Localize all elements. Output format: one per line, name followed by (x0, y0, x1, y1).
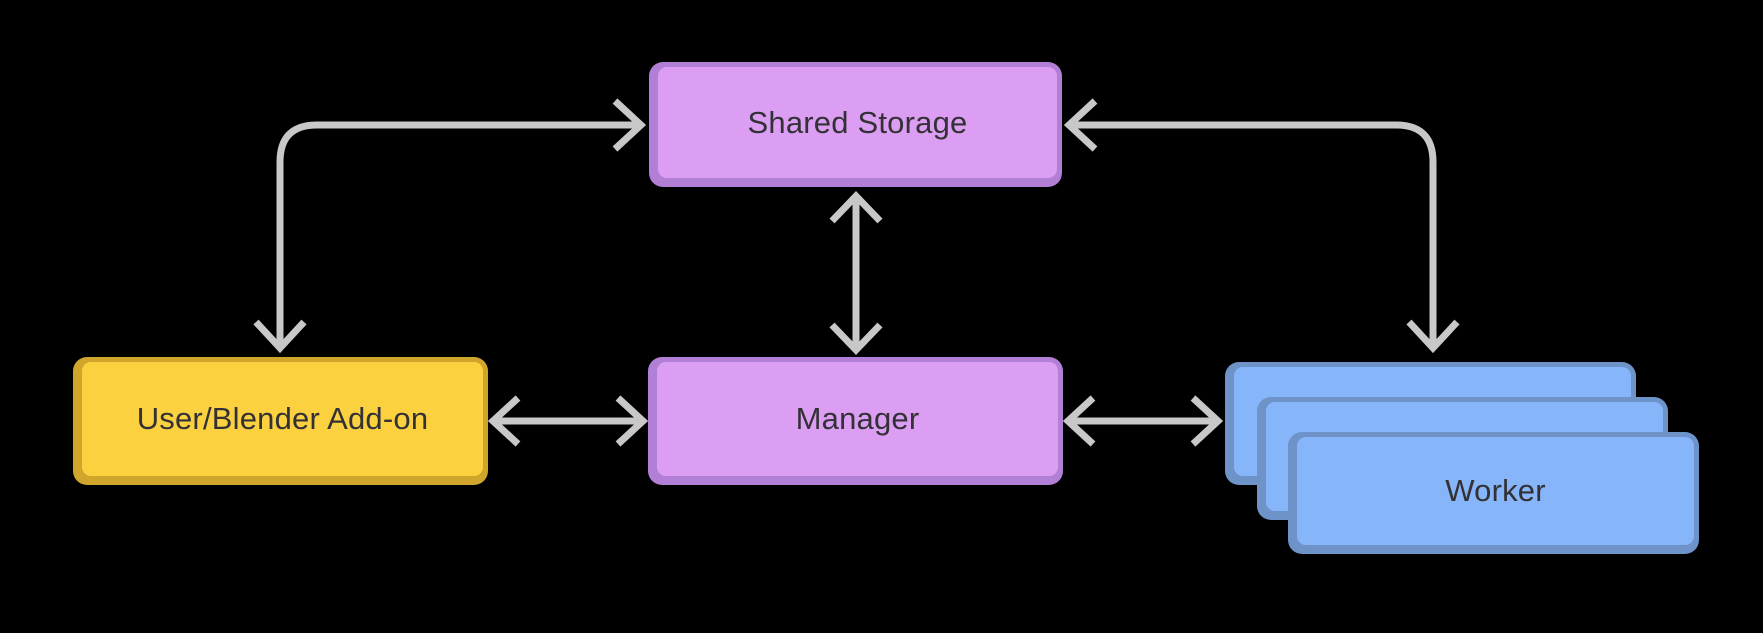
node-shared-storage-body: Shared Storage (658, 67, 1057, 178)
node-worker-1: Worker (1288, 432, 1699, 554)
node-label: Manager (795, 401, 920, 436)
arrowhead-left-icon (487, 395, 521, 447)
arrowhead-up-icon (829, 190, 883, 224)
arrowhead-right-icon (615, 395, 649, 447)
connector-sharedstorage-worker (1063, 98, 1460, 354)
arrowhead-right-icon (1190, 395, 1224, 447)
arrowhead-down-icon (829, 322, 883, 356)
node-user-blender-addon-body: User/Blender Add-on (82, 362, 483, 476)
node-manager-body: Manager (657, 362, 1058, 476)
connector-line (276, 121, 636, 345)
arrowhead-down-icon (1406, 319, 1460, 354)
connector-manager-worker (1062, 395, 1224, 447)
arrowhead-down-icon (253, 319, 307, 354)
connector-user-manager (487, 395, 649, 447)
node-label: User/Blender Add-on (136, 401, 429, 436)
node-shared-storage: Shared Storage (649, 62, 1062, 187)
node-manager: Manager (648, 357, 1063, 485)
connector-line (1074, 121, 1437, 345)
node-worker-1-body: Worker (1297, 437, 1694, 545)
node-label: Shared Storage (747, 104, 968, 140)
node-user-blender-addon: User/Blender Add-on (73, 357, 488, 485)
arrowhead-left-icon (1062, 395, 1096, 447)
node-label: Worker (1445, 473, 1546, 508)
connector-sharedstorage-manager (829, 190, 883, 356)
arrowhead-right-icon (612, 98, 647, 152)
connector-user-sharedstorage (253, 98, 647, 354)
arrowhead-left-icon (1063, 98, 1098, 152)
